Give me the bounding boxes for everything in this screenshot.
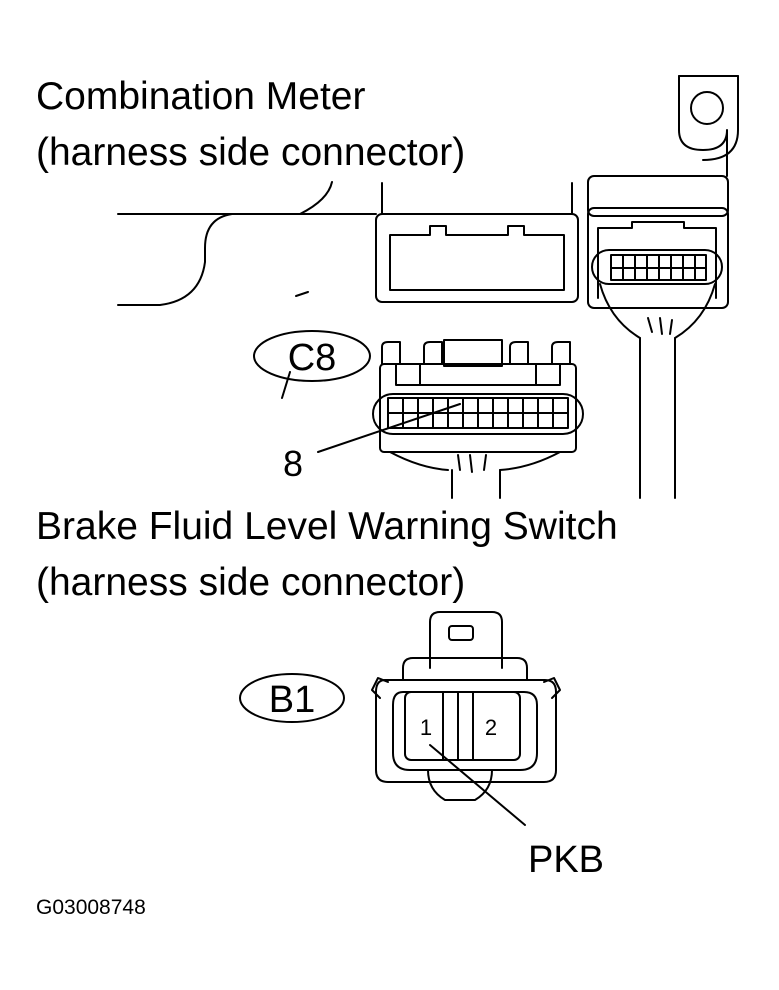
meter-socket-left	[375, 182, 579, 303]
c8-pin8-leader	[317, 403, 461, 453]
b1-connector	[371, 611, 561, 801]
b1-pin1-leader	[429, 744, 526, 826]
c8-code-label: C8	[288, 337, 337, 379]
b1-pin1-label: 1	[420, 715, 432, 740]
b1-code-ellipse	[239, 673, 345, 723]
combination-meter-title-line2: (harness side connector)	[36, 131, 466, 174]
b1-code-label: B1	[269, 679, 315, 721]
figure-code: G03008748	[36, 896, 146, 919]
c8-code-ellipse	[253, 330, 371, 382]
b1-pin2-label: 2	[485, 715, 497, 740]
b1-wire-color-label: PKB	[528, 839, 604, 881]
combination-meter-title-line1: Combination Meter	[36, 75, 366, 118]
meter-socket-right	[587, 75, 739, 499]
meter-housing-outline	[117, 181, 377, 399]
brake-switch-title-line1: Brake Fluid Level Warning Switch	[36, 505, 618, 548]
c8-connector	[372, 339, 584, 499]
c8-pin8-label: 8	[283, 443, 303, 484]
brake-switch-title-line2: (harness side connector)	[36, 561, 466, 604]
